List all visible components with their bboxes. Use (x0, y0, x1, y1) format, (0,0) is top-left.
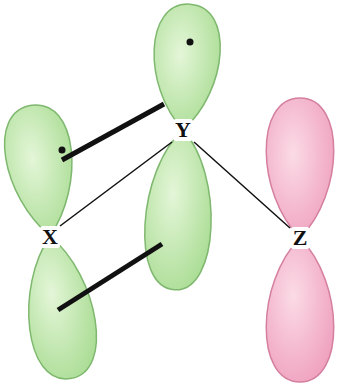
electron-dot (59, 147, 66, 154)
atom-label: Y (173, 119, 193, 141)
p-orbital-z (266, 98, 334, 382)
p-orbital-x (0, 101, 103, 384)
pi-bond-bar (62, 104, 164, 160)
pi-bond-bar (58, 244, 162, 310)
electron-dot (187, 39, 194, 46)
sigma-bond-line (194, 142, 290, 228)
atom-label: X (40, 226, 60, 248)
sigma-bond-line (60, 142, 172, 226)
atom-label: Z (291, 227, 310, 249)
